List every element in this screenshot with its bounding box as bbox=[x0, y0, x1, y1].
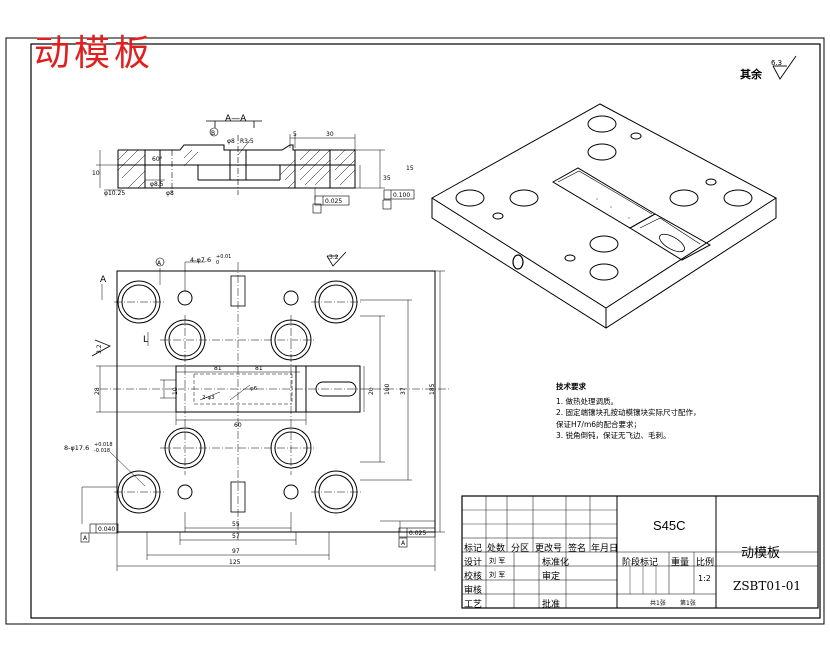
dim-125: 125 bbox=[229, 559, 241, 566]
dim-55: 55 bbox=[232, 521, 240, 528]
holes8-tol-lower: -0.018 bbox=[94, 448, 110, 454]
dim-phi1025: φ10.25 bbox=[104, 190, 125, 197]
dim-37: 37 bbox=[400, 387, 407, 395]
title-block-grid bbox=[461, 495, 819, 609]
tol-perpendicularity: 0.025 bbox=[409, 530, 426, 537]
notes-heading: 技术要求 bbox=[556, 382, 586, 391]
dim-phi85: φ8.5 bbox=[150, 181, 164, 188]
rough-left: 3.2 bbox=[96, 344, 103, 354]
tb-material: S45C bbox=[653, 518, 686, 533]
inner-border bbox=[30, 43, 821, 619]
dim-185: 185 bbox=[429, 383, 436, 395]
tb-sheets-total: 共1张 bbox=[650, 600, 666, 607]
tb-stage-label: 阶段标记 bbox=[622, 558, 659, 568]
tb-drawing-no: ZSBT01-01 bbox=[733, 579, 801, 593]
dim-phi8: φ8 bbox=[227, 138, 235, 145]
holes4-tol-upper: +0.01 bbox=[216, 254, 231, 260]
dim-phi6: φ6 bbox=[250, 386, 258, 392]
tb-rev-h2: 处数 bbox=[487, 544, 506, 554]
isometric-view bbox=[431, 103, 777, 329]
dim-97: 97 bbox=[232, 548, 240, 555]
dim-angle: 60° bbox=[152, 156, 163, 163]
datum-b-label: B bbox=[211, 130, 215, 137]
notes-line-1: 1. 做热处理调质。 bbox=[556, 396, 619, 406]
notes-line-3: 保证H7/m6的配合要求； bbox=[556, 419, 642, 429]
dim-35: 35 bbox=[383, 175, 391, 182]
dim-81b: 81 bbox=[255, 365, 263, 372]
dim-5: 5 bbox=[293, 131, 297, 138]
datum-a-label: A bbox=[157, 260, 162, 267]
dim-r35: R3.5 bbox=[240, 138, 254, 145]
notes-line-2: 2. 固定端镶块孔按动模镶块实际尺寸配作， bbox=[556, 408, 701, 417]
tol-0025-section: 0.025 bbox=[325, 198, 342, 205]
dim-100: 100 bbox=[384, 383, 391, 395]
roughness-label: 其余 bbox=[740, 68, 762, 81]
dim-10: 10 bbox=[92, 170, 100, 177]
tb-scale-label: 比例 bbox=[696, 558, 715, 568]
plan-view bbox=[80, 251, 450, 571]
outer-border bbox=[5, 37, 825, 625]
dim-phi8b: φ8 bbox=[166, 190, 174, 197]
tol-datum-a2: A bbox=[401, 540, 406, 547]
holes4-callout: 4-φ7.6 bbox=[190, 256, 211, 264]
section-label: A—A bbox=[225, 114, 247, 124]
tb-row-label-process: 工艺 bbox=[464, 600, 483, 610]
tb-row-label-design: 设计 bbox=[464, 558, 483, 568]
tb-rev-h3: 分区 bbox=[511, 544, 530, 554]
dim-81a: 81 bbox=[214, 365, 222, 372]
dim-28: 28 bbox=[94, 387, 101, 395]
tb-row-sig-check: 刘 军 bbox=[489, 571, 506, 579]
tb-weight-label: 重量 bbox=[671, 558, 690, 568]
tol-datum-a1: A bbox=[83, 535, 88, 542]
rough-local: 3.2 bbox=[329, 254, 339, 261]
tb-rev-h4: 更改号 bbox=[535, 544, 563, 554]
drawing-title-red: 动模板 bbox=[34, 33, 155, 74]
view-a-bottom: L bbox=[143, 335, 148, 345]
tb-row-label-review: 审核 bbox=[464, 586, 483, 596]
holes8-tol-upper: +0.018 bbox=[94, 442, 113, 448]
section-view bbox=[96, 120, 415, 214]
dim-30: 30 bbox=[326, 131, 334, 138]
tb-scale-value: 1:2 bbox=[698, 574, 711, 583]
tb-row-mid-check: 审定 bbox=[542, 572, 561, 582]
dim-10: 10 bbox=[172, 387, 179, 395]
tb-rev-h1: 标记 bbox=[464, 544, 483, 554]
tb-row-label-check: 校核 bbox=[464, 572, 483, 582]
roughness-value: 6.3 bbox=[771, 59, 783, 67]
tol-0100-section: 0.100 bbox=[393, 192, 410, 199]
tb-rev-h5: 签名 bbox=[568, 544, 587, 554]
tol-flatness: 0.040 bbox=[98, 526, 115, 533]
roughness-symbol-icon bbox=[772, 55, 797, 80]
tb-row-mid-design: 标准化 bbox=[542, 558, 570, 568]
dim-57: 57 bbox=[232, 533, 240, 540]
view-a-top: A bbox=[100, 275, 107, 285]
tb-rev-h6: 年月日 bbox=[591, 544, 619, 554]
dim-slot: 2-φ3 bbox=[202, 395, 215, 401]
dim-20: 20 bbox=[368, 387, 375, 395]
holes8-callout: 8-φ17.6 bbox=[64, 444, 89, 452]
dim-15: 15 bbox=[406, 165, 414, 172]
holes4-tol-lower: 0 bbox=[216, 260, 219, 266]
notes-line-4: 3. 锐角倒钝，保证无飞边、毛刺。 bbox=[556, 431, 671, 440]
tb-sheet-no: 第1张 bbox=[680, 600, 696, 607]
tb-row-sig-design: 刘 军 bbox=[489, 557, 506, 565]
dim-60: 60 bbox=[234, 422, 242, 429]
tb-row-mid-approve: 批准 bbox=[542, 600, 561, 610]
tb-part-name: 动模板 bbox=[741, 546, 781, 561]
technical-notes: 技术要求 1. 做热处理调质。 2. 固定端镶块孔按动模镶块实际尺寸配作， 保证… bbox=[556, 381, 701, 442]
